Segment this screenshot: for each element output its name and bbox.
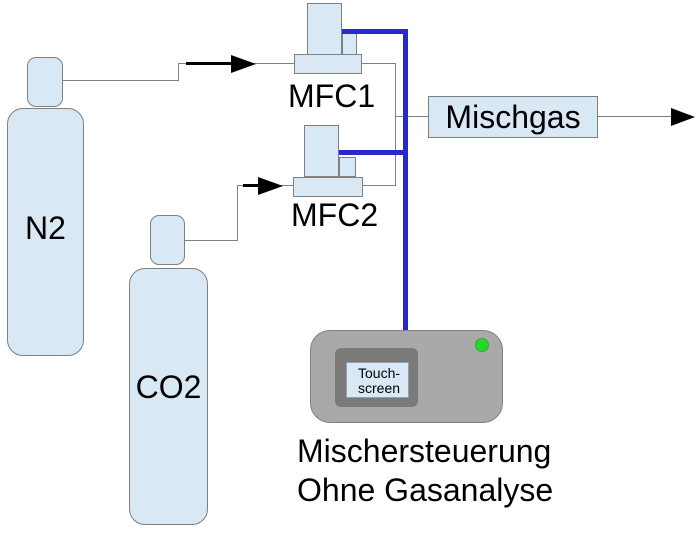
mfc2-step xyxy=(339,157,356,177)
pipe-co2-horizontal xyxy=(185,240,237,241)
mfc1-tower xyxy=(307,3,342,55)
pipe-n2-horizontal xyxy=(63,80,178,81)
device-caption-line1: Mischersteuerung xyxy=(297,433,552,469)
mfc1-step xyxy=(342,33,357,55)
flow-arrow-icon-co2 xyxy=(258,177,283,195)
mfc1-base xyxy=(294,54,362,74)
device-caption-line2: Ohne Gasanalyse xyxy=(297,472,554,508)
control-line-mfc1 xyxy=(342,29,408,34)
n2-cylinder-body xyxy=(7,108,84,356)
n2-label: N2 xyxy=(25,210,66,246)
device-caption: Mischersteuerung Ohne Gasanalyse xyxy=(297,432,553,510)
pipe-manifold-vertical xyxy=(395,63,396,186)
mischgas-label: Mischgas xyxy=(445,98,581,135)
pipe-to-mischgas xyxy=(396,116,428,117)
co2-cylinder-neck xyxy=(150,215,185,265)
mfc2-tower xyxy=(304,125,339,177)
control-line-mfc2 xyxy=(339,150,408,155)
mfc2-base xyxy=(293,177,363,197)
co2-label: CO2 xyxy=(135,369,202,405)
touchscreen-label-line2: screen xyxy=(358,380,401,396)
touchscreen-label: Touch- screen xyxy=(358,366,400,396)
flow-arrow-icon-outlet xyxy=(671,108,695,126)
pipe-n2-riser xyxy=(178,64,179,81)
pipe-mfc2-outlet xyxy=(363,185,395,186)
mischgas-box: Mischgas xyxy=(428,96,598,138)
pipe-co2-riser xyxy=(237,186,238,241)
flow-arrow-icon-n2 xyxy=(231,55,256,73)
touchscreen[interactable] xyxy=(346,362,409,398)
mfc1-label: MFC1 xyxy=(288,78,376,114)
pipe-mischgas-outlet xyxy=(598,116,674,117)
mfc2-label: MFC2 xyxy=(291,197,379,233)
arrow-shaft-n2 xyxy=(186,62,232,65)
touchscreen-label-line1: Touch- xyxy=(358,365,401,381)
pipe-mfc1-outlet xyxy=(362,63,395,64)
n2-cylinder-neck xyxy=(27,57,63,107)
arrow-shaft-co2 xyxy=(243,184,260,187)
power-led-icon xyxy=(475,338,489,352)
co2-cylinder-body xyxy=(129,268,208,525)
control-line-vertical xyxy=(403,29,408,330)
